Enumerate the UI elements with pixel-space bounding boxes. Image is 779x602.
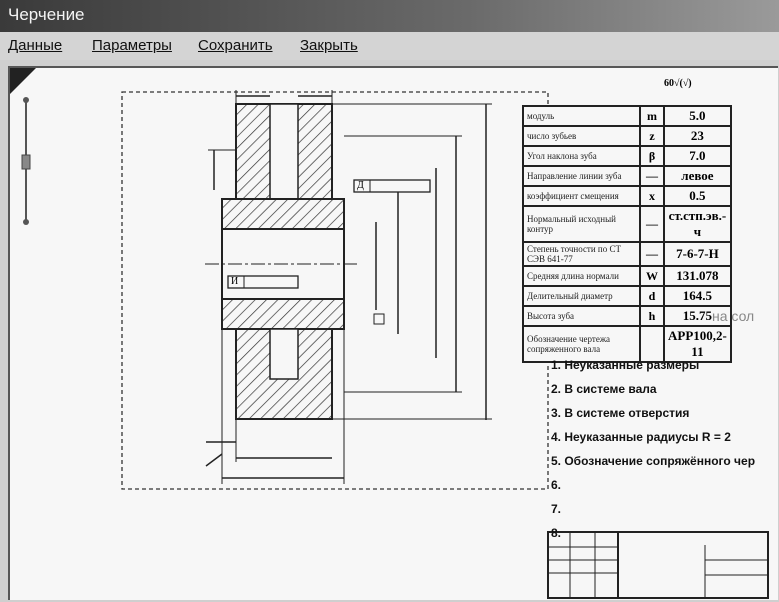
note-item: 1. Неуказанные размеры: [551, 358, 700, 372]
note-item: 8.: [551, 526, 562, 540]
param-cell: Делительный диаметр: [522, 285, 641, 307]
value-cell: 0.5: [663, 185, 732, 207]
value-cell: 164.5: [663, 285, 732, 307]
table-row: Направление линии зуба—левое: [522, 165, 732, 187]
menu-save[interactable]: Сохранить: [198, 37, 273, 54]
param-cell: модуль: [522, 105, 641, 127]
note-item: 2. В системе вала: [551, 382, 657, 396]
gear-rim-bottom: [221, 298, 345, 330]
zoom-slider-thumb[interactable]: [21, 154, 31, 170]
symbol-cell: β: [639, 145, 665, 167]
menu-close[interactable]: Закрыть: [300, 37, 358, 54]
title-block: [547, 531, 769, 599]
tolerance-label-i: И: [231, 276, 239, 287]
roughness-mark: 60√(√): [664, 78, 692, 89]
corner-marker: [10, 68, 36, 94]
value-cell: 131.078: [663, 265, 732, 287]
table-row: Обозначение чертежа сопряженного вала АРР…: [522, 325, 732, 363]
note-item: 7.: [551, 502, 562, 516]
note-item: 3. В системе отверстия: [551, 406, 690, 420]
symbol-cell: —: [639, 241, 665, 267]
symbol-cell: —: [639, 165, 665, 187]
note-item: 5. Обозначение сопряжённого чер: [551, 454, 756, 468]
param-cell: Угол наклона зуба: [522, 145, 641, 167]
symbol-cell: h: [639, 305, 665, 327]
menu-bar: Данные Параметры Сохранить Закрыть: [0, 32, 779, 60]
note-item: 4. Неуказанные радиусы R = 2: [551, 430, 731, 444]
tolerance-frame-top: [353, 179, 431, 193]
param-cell: Нормальный исходный контур: [522, 205, 641, 243]
menu-parameters[interactable]: Параметры: [92, 37, 172, 54]
param-cell: Степень точности по СТ СЭВ 641-77: [522, 241, 641, 267]
title-bar: Черчение: [0, 0, 779, 32]
gear-groove-bottom: [269, 328, 299, 380]
zoom-slider-end: [23, 97, 29, 103]
ghost-text: на сол: [712, 308, 755, 324]
param-cell: коэффициент смещения: [522, 185, 641, 207]
value-cell: левое: [663, 165, 732, 187]
table-row: Нормальный исходный контур—ст.стп.эв.-ч: [522, 205, 732, 243]
tolerance-label-d: Д: [357, 180, 364, 191]
param-cell: Обозначение чертежа сопряженного вала: [522, 325, 641, 363]
symbol-cell: [639, 325, 665, 363]
value-cell: 5.0: [663, 105, 732, 127]
symbol-cell: W: [639, 265, 665, 287]
window-title: Черчение: [8, 5, 85, 24]
symbol-cell: z: [639, 125, 665, 147]
param-cell: Средняя длина нормали: [522, 265, 641, 287]
symbol-cell: —: [639, 205, 665, 243]
value-cell: 15.75: [663, 305, 732, 327]
tolerance-frame-bottom: [227, 275, 299, 289]
value-cell: АРР100,2-11: [663, 325, 732, 363]
leader-line: [205, 453, 223, 467]
table-row: Степень точности по СТ СЭВ 641-77—7-6-7-…: [522, 241, 732, 267]
param-cell: число зубьев: [522, 125, 641, 147]
param-cell: Направление линии зуба: [522, 165, 641, 187]
symbol-cell: m: [639, 105, 665, 127]
value-cell: 7.0: [663, 145, 732, 167]
value-cell: ст.стп.эв.-ч: [663, 205, 732, 243]
gear-groove-top: [269, 103, 299, 200]
zoom-slider-end: [23, 219, 29, 225]
datum-box: [373, 313, 385, 325]
note-item: 6.: [551, 478, 562, 492]
value-cell: 7-6-7-Н: [663, 241, 732, 267]
menu-data[interactable]: Данные: [8, 37, 63, 54]
symbol-cell: x: [639, 185, 665, 207]
symbol-cell: d: [639, 285, 665, 307]
value-cell: 23: [663, 125, 732, 147]
gear-rim-top: [221, 198, 345, 230]
param-cell: Высота зуба: [522, 305, 641, 327]
